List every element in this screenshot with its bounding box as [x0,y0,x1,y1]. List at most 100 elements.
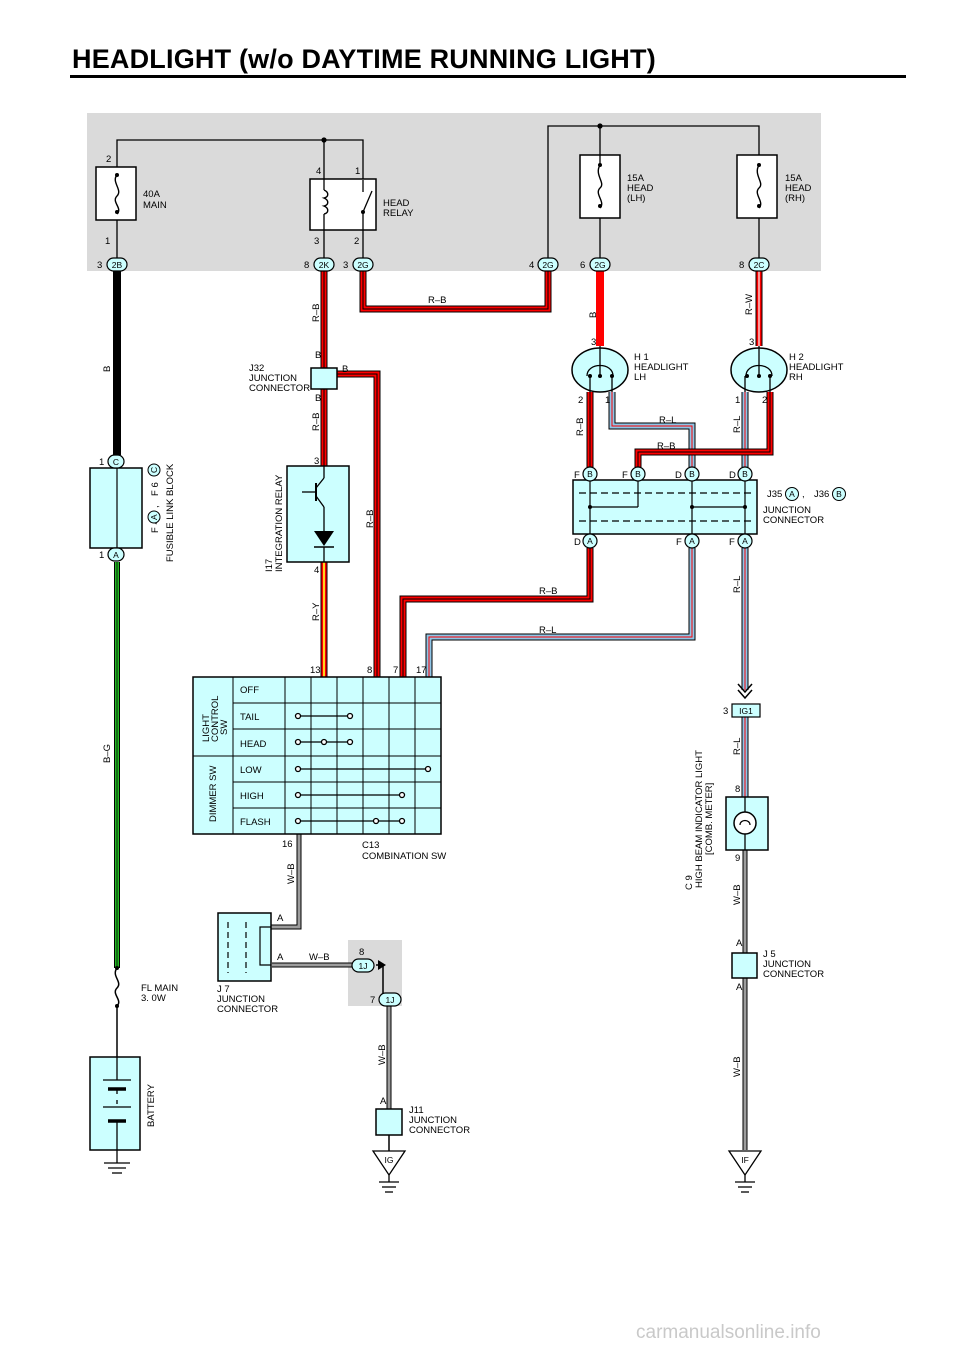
svg-text:HEAD: HEAD [240,739,267,750]
fuse-head-rh [736,154,778,258]
top-bus-wires [116,125,760,258]
svg-text:R–B: R–B [657,441,675,452]
pin-label: A [736,982,743,993]
pin-label: A [277,952,284,963]
svg-text:JUNCTION: JUNCTION [763,959,811,970]
wire-r-b-j32 [337,370,381,677]
bus-junction-dot [597,123,603,129]
pin-label: 7 [370,995,375,1006]
svg-text:LH: LH [634,372,646,383]
j5-junction-connector [731,952,758,979]
relay-name: RELAY [383,208,414,219]
pin-label: 1 [99,550,104,561]
main-fuse-rating: 40A [143,189,161,200]
pin-label: 3 [749,337,754,348]
j32-junction-connector [310,367,338,390]
svg-text:R–L: R–L [732,416,743,433]
svg-text:CONNECTOR: CONNECTOR [763,515,824,526]
svg-text:A: A [149,514,159,520]
pin-label: A [277,913,284,924]
wire-r-b-dimmer [399,548,594,677]
svg-text:HEADLIGHT: HEADLIGHT [634,362,689,373]
pin-label: 1 [605,395,610,406]
svg-text:FUSIBLE LINK BLOCK: FUSIBLE LINK BLOCK [165,463,176,562]
svg-text:F 6: F 6 [150,482,161,496]
pin-label: 3 [97,260,102,271]
pin-label: 1 [355,166,360,177]
pin-label: A [380,1096,387,1107]
relay-block-shade [87,113,821,271]
svg-text:TAIL: TAIL [240,712,259,723]
pin-label: 8 [359,947,364,958]
battery [89,1056,141,1174]
svg-text:I17: I17 [264,559,275,572]
svg-text:IF: IF [741,1155,749,1165]
ground-ig: IG [371,1135,407,1193]
svg-text:C: C [149,467,159,473]
svg-text:B: B [102,366,113,372]
pin-label: 4 [316,166,321,177]
pin-label: 3 [314,456,319,467]
svg-text:J 5: J 5 [763,949,776,960]
fuse-label: (LH) [627,193,645,204]
pin-label: 17 [416,665,427,676]
svg-text:COMBINATION SW: COMBINATION SW [362,851,446,862]
svg-text:JUNCTION: JUNCTION [409,1115,457,1126]
fusible-link-label: F 4 , F 6 A C FUSIBLE LINK BLOCK [147,463,176,562]
svg-text:B–G: B–G [102,744,113,763]
pin-label: D [675,470,682,481]
pin-label: 13 [310,665,321,676]
pin-label: B [342,364,348,375]
svg-text:R–L: R–L [659,415,676,426]
junction-connector-j35-j36: B B B B A A A [572,466,758,549]
svg-text:LIGHT: LIGHT [201,714,212,742]
svg-text:W–B: W–B [732,1056,743,1077]
pin-label: A [736,938,743,949]
svg-text:2B: 2B [112,260,123,270]
pin-label: B [315,393,321,404]
svg-text:W–B: W–B [377,1044,388,1065]
svg-text:R–W: R–W [744,294,755,315]
svg-text:[COMB. METER]: [COMB. METER] [704,783,715,855]
main-fuse [95,166,137,258]
svg-text:CONNECTOR: CONNECTOR [763,969,824,980]
connector-tags: 2B 3 2K 8 2G 3 2G 4 2G 6 2C 8 [97,257,770,272]
pin-label: 1 [99,457,104,468]
svg-text:DIMMER SW: DIMMER SW [208,766,219,823]
fuse-label: 15A [785,173,803,184]
pin-label: 9 [735,853,740,864]
pin-label: D [729,470,736,481]
svg-text:C13: C13 [362,840,379,851]
pin-label: 7 [393,665,398,676]
svg-text:A: A [742,536,748,546]
page-title: HEADLIGHT (w/o DAYTIME RUNNING LIGHT) [72,44,656,74]
j11-junction-connector [375,1108,403,1136]
pin-label: B [315,350,321,361]
svg-text:OFF: OFF [240,685,259,696]
svg-text:2G: 2G [542,260,553,270]
svg-text:J 7: J 7 [217,984,230,995]
pin-label: 2 [762,395,767,406]
svg-text:B: B [635,469,641,479]
pin-label: D [574,537,581,548]
svg-text:R–B: R–B [539,586,557,597]
svg-text:R–B: R–B [428,295,446,306]
svg-text:1J: 1J [359,961,368,971]
head-relay [309,178,377,258]
pin-label: 6 [580,260,585,271]
svg-text:R–B: R–B [311,413,322,431]
svg-text:HIGH: HIGH [240,791,264,802]
svg-text:2G: 2G [357,260,368,270]
svg-text:R–B: R–B [575,418,586,436]
pin-label: 8 [735,784,740,795]
svg-text:J36: J36 [814,489,829,500]
ig1-connector: IG1 [731,683,761,718]
j7-junction-connector [217,912,272,982]
headlight-rh [730,346,788,393]
fuse-label: 15A [627,173,645,184]
svg-text:R–L: R–L [539,625,556,636]
svg-text:RH: RH [789,372,803,383]
svg-text:B: B [742,469,748,479]
bus-junction-dot [321,137,327,143]
